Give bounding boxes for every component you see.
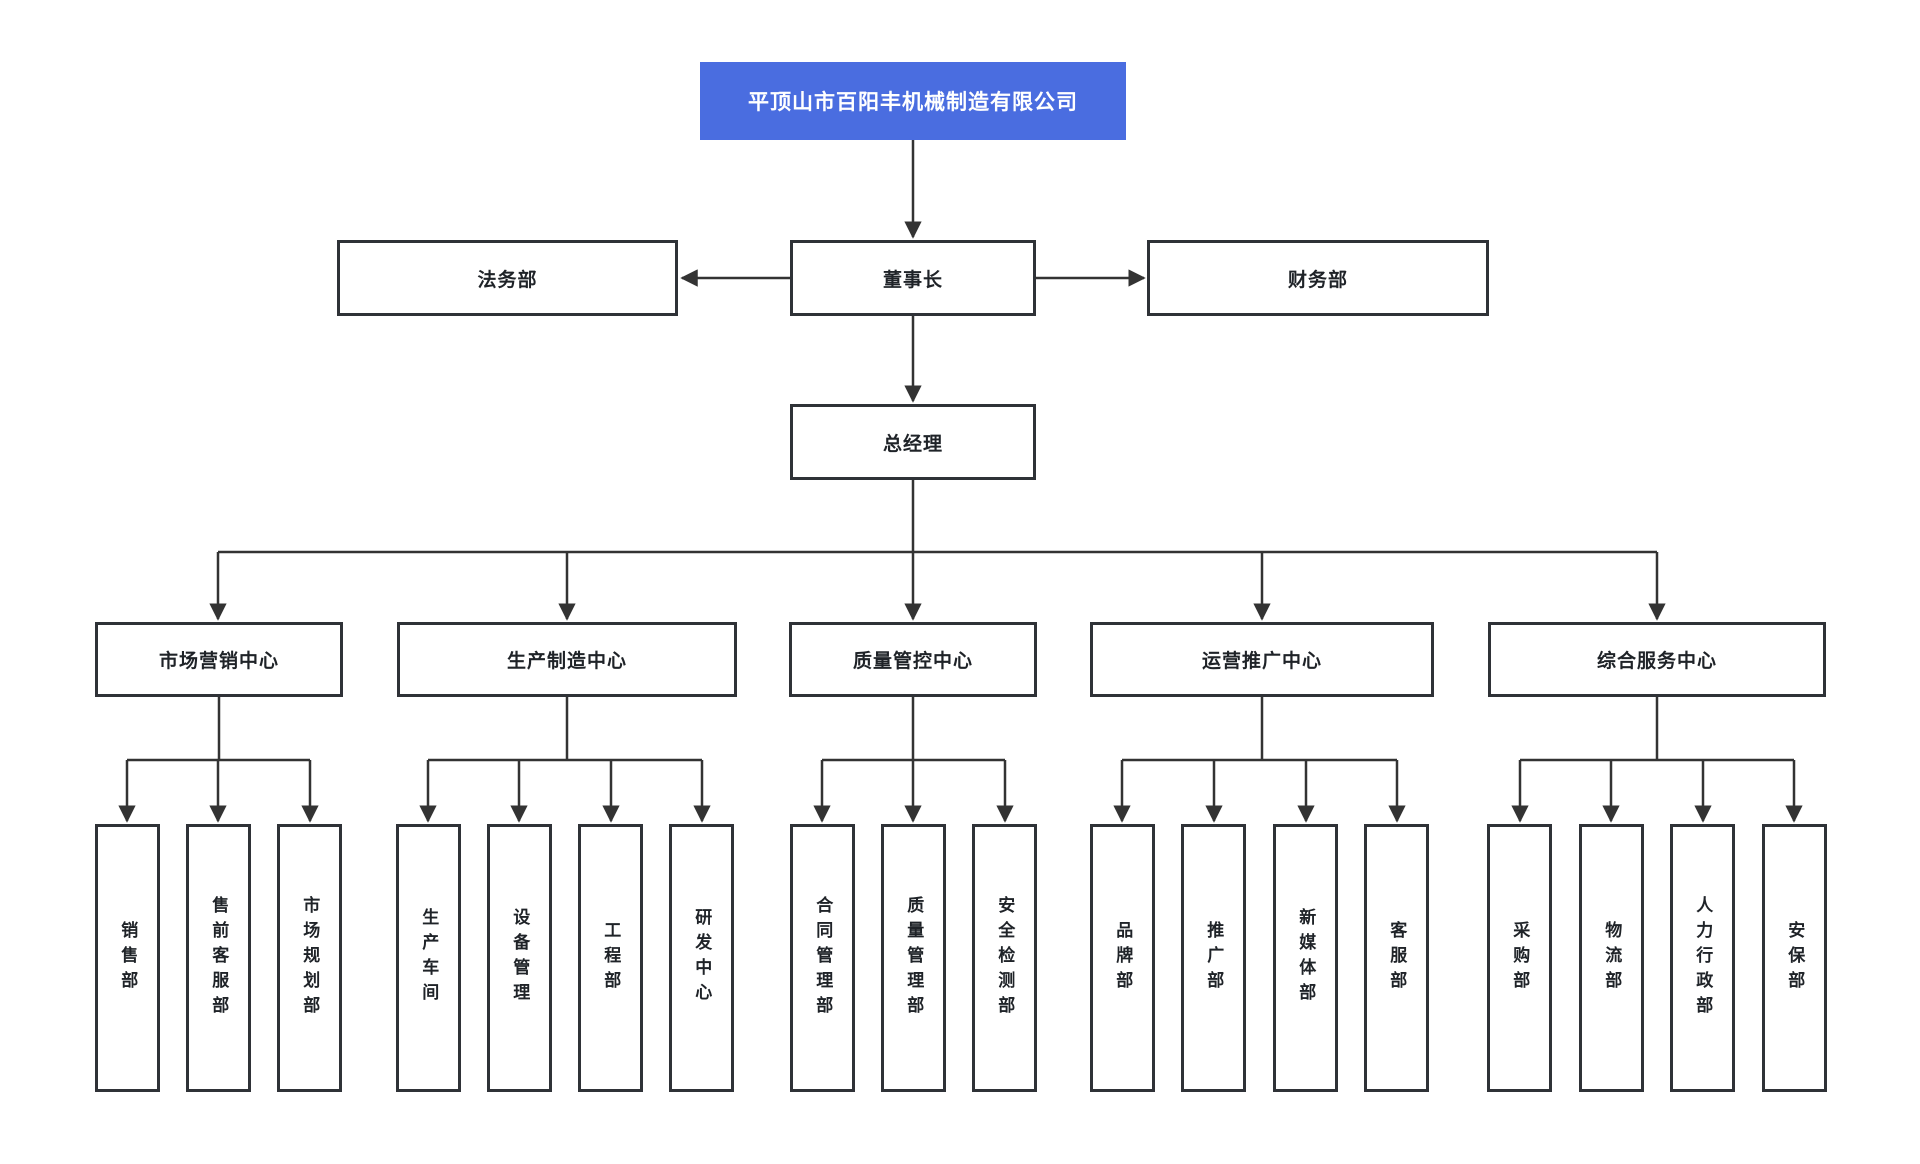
node-dept-procurement: 采购部 xyxy=(1487,824,1552,1092)
node-dept-market-planning: 市场规划部 xyxy=(277,824,342,1092)
node-dept-new-media: 新媒体部 xyxy=(1273,824,1338,1092)
node-label: 客服部 xyxy=(1387,920,1407,996)
node-legal-dept: 法务部 xyxy=(337,240,678,316)
node-label: 安全检测部 xyxy=(995,895,1015,1021)
node-dept-hr-admin: 人力行政部 xyxy=(1670,824,1735,1092)
node-label: 财务部 xyxy=(1287,269,1348,291)
node-label: 质量管理部 xyxy=(904,895,924,1021)
node-dept-brand: 品牌部 xyxy=(1090,824,1155,1092)
node-center-quality: 质量管控中心 xyxy=(789,622,1037,697)
node-label: 总经理 xyxy=(882,433,943,455)
node-dept-sales: 销售部 xyxy=(95,824,160,1092)
node-label: 市场规划部 xyxy=(300,895,320,1021)
node-center-services: 综合服务中心 xyxy=(1488,622,1826,697)
node-label: 生产制造中心 xyxy=(506,651,627,672)
node-dept-quality-management: 质量管理部 xyxy=(881,824,946,1092)
node-dept-logistics: 物流部 xyxy=(1579,824,1644,1092)
node-label: 人力行政部 xyxy=(1693,895,1713,1021)
node-label: 合同管理部 xyxy=(813,895,833,1021)
node-label: 质量管控中心 xyxy=(852,651,973,672)
node-general-manager: 总经理 xyxy=(790,404,1036,480)
node-dept-production-workshop: 生产车间 xyxy=(396,824,461,1092)
node-label: 法务部 xyxy=(477,269,538,291)
node-label: 市场营销中心 xyxy=(158,651,279,672)
node-dept-presales-service: 售前客服部 xyxy=(186,824,251,1092)
node-center-marketing: 市场营销中心 xyxy=(95,622,343,697)
connector-trunk-lines xyxy=(127,480,1794,762)
node-label: 运营推广中心 xyxy=(1201,651,1322,672)
node-label: 销售部 xyxy=(118,920,138,996)
node-label: 研发中心 xyxy=(692,908,712,1008)
node-label: 平顶山市百阳丰机械制造有限公司 xyxy=(748,91,1078,114)
node-label: 采购部 xyxy=(1510,920,1530,996)
node-dept-engineering: 工程部 xyxy=(578,824,643,1092)
node-label: 生产车间 xyxy=(419,908,439,1008)
node-dept-contract-management: 合同管理部 xyxy=(790,824,855,1092)
node-label: 物流部 xyxy=(1602,920,1622,996)
node-label: 品牌部 xyxy=(1113,920,1133,996)
node-chairman: 董事长 xyxy=(790,240,1036,316)
node-company-root: 平顶山市百阳丰机械制造有限公司 xyxy=(700,62,1126,140)
node-dept-rd-center: 研发中心 xyxy=(669,824,734,1092)
node-label: 董事长 xyxy=(882,269,943,291)
node-dept-customer-service: 客服部 xyxy=(1364,824,1429,1092)
node-dept-equipment-management: 设备管理 xyxy=(487,824,552,1092)
node-label: 新媒体部 xyxy=(1296,908,1316,1008)
node-center-production: 生产制造中心 xyxy=(397,622,737,697)
node-label: 综合服务中心 xyxy=(1596,651,1717,672)
node-center-operations: 运营推广中心 xyxy=(1090,622,1434,697)
node-finance-dept: 财务部 xyxy=(1147,240,1489,316)
node-label: 工程部 xyxy=(601,920,621,996)
node-label: 售前客服部 xyxy=(209,895,229,1021)
node-dept-promotion: 推广部 xyxy=(1181,824,1246,1092)
node-dept-security: 安保部 xyxy=(1762,824,1827,1092)
node-label: 推广部 xyxy=(1204,920,1224,996)
node-label: 安保部 xyxy=(1785,920,1805,996)
node-label: 设备管理 xyxy=(510,908,530,1008)
node-dept-safety-inspection: 安全检测部 xyxy=(972,824,1037,1092)
